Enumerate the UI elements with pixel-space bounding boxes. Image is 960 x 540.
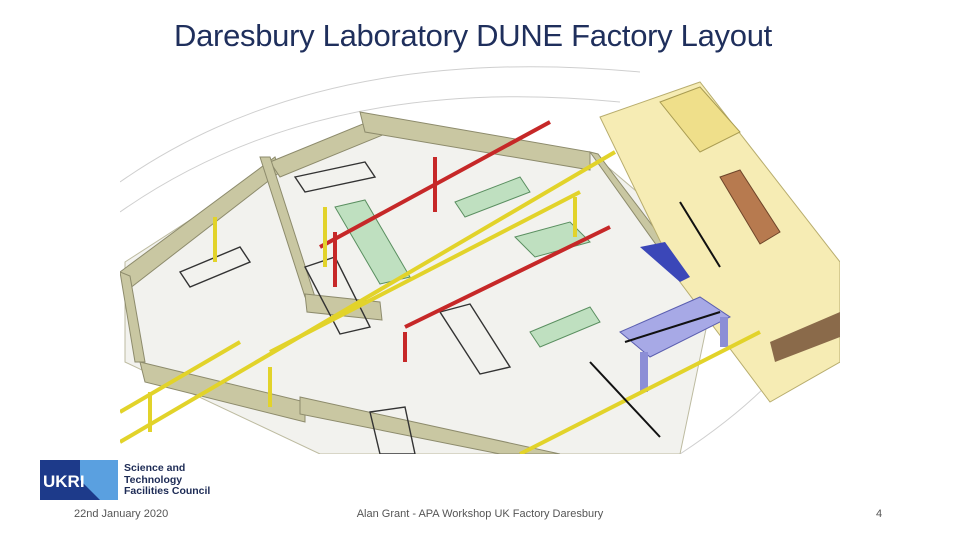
page-number: 4 <box>876 508 883 520</box>
slide-title: Daresbury Laboratory DUNE Factory Layout <box>174 18 772 53</box>
ukri-stfc-logo: UKRI Science and Technology Facilities C… <box>40 460 220 500</box>
footer-center: Alan Grant - APA Workshop UK Factory Dar… <box>356 508 604 520</box>
footer-date: 22nd January 2020 <box>74 508 169 520</box>
ukri-logo-mark: UKRI <box>40 460 118 500</box>
stfc-line-1: Science and <box>124 462 186 474</box>
stfc-wordmark: Science and Technology Facilities Counci… <box>124 462 211 498</box>
stfc-line-2: Technology <box>124 473 183 486</box>
red-crane-rails <box>319 120 611 362</box>
ukri-letters: UKRI <box>43 472 85 491</box>
stfc-line-3: Facilities Council <box>124 485 211 497</box>
cleanroom-block <box>599 81 840 403</box>
work-stations <box>334 176 601 348</box>
factory-layout-drawing <box>120 66 840 454</box>
factory-walls <box>120 111 681 454</box>
yellow-gantry-cranes <box>120 150 761 454</box>
lifting-rigs <box>589 201 721 438</box>
